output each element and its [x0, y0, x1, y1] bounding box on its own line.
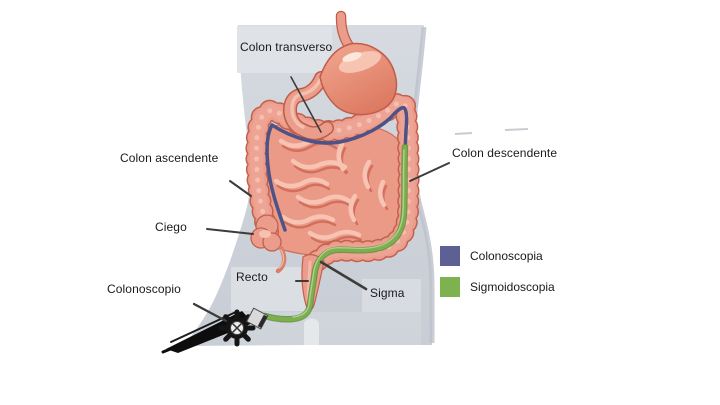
stomach — [282, 10, 398, 141]
colonoscope-device — [161, 307, 269, 354]
legend-swatch-colonoscopia — [440, 246, 460, 266]
legend-label-sigmoidoscopia: Sigmoidoscopia — [470, 280, 555, 294]
label-colon-ascendente: Colon ascendente — [120, 151, 219, 165]
leader-colon-ascendente — [229, 180, 252, 197]
leader-colonoscopio — [192, 302, 228, 323]
legend-swatch-sigmoidoscopia — [440, 277, 460, 297]
legend-label-colonoscopia: Colonoscopia — [470, 249, 543, 263]
colonoscopy-path-line — [265, 105, 409, 232]
label-recto: Recto — [236, 270, 268, 284]
small-intestine — [261, 121, 405, 257]
cecum — [250, 214, 287, 274]
label-colon-descendente: Colon descendente — [452, 146, 558, 160]
sigmoidoscopy-path-line — [262, 144, 408, 322]
label-box-sigma — [362, 279, 421, 312]
faint-artifact — [454, 128, 529, 135]
label-ciego: Ciego — [155, 220, 187, 234]
sigmoidoscopy-path — [261, 143, 409, 323]
colon-highlight-bumps — [253, 100, 412, 268]
label-colonoscopio: Colonoscopio — [107, 282, 181, 296]
label-colon-transverso: Colon transverso — [240, 40, 333, 54]
label-sigma: Sigma — [370, 286, 405, 300]
label-box-transverso — [237, 26, 332, 73]
leader-colon-transverso — [290, 76, 322, 133]
leader-colon-descendente — [409, 162, 450, 182]
leader-ciego — [206, 228, 254, 235]
leader-sigma — [319, 260, 368, 291]
label-box-recto — [231, 267, 307, 311]
leader-lines — [192, 76, 450, 323]
